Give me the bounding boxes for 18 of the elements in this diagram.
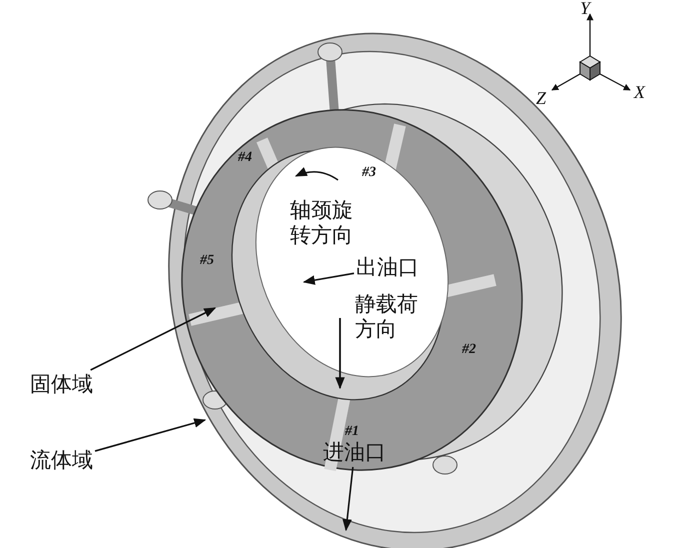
direction-label: 静载荷方向 (355, 292, 419, 342)
callout-label: 出油口 (356, 255, 419, 280)
callout-label: 固体域 (30, 372, 93, 397)
callout-label: 进油口 (323, 440, 386, 465)
callout-label: 流体域 (30, 448, 93, 473)
leader-arrow (90, 307, 216, 371)
axis-label: X (634, 82, 645, 103)
pad-number: #2 (462, 342, 476, 358)
axis-label: Z (536, 88, 546, 109)
pad-number: #5 (200, 253, 214, 269)
direction-label: 轴颈旋转方向 (290, 198, 354, 248)
leader-arrow (94, 418, 206, 452)
leader-arrow (302, 272, 354, 285)
pad-number: #3 (362, 165, 376, 181)
axis-label: Y (580, 0, 590, 19)
leader-arrow (342, 466, 354, 532)
pad-number: #1 (345, 424, 359, 440)
pad-number: #4 (238, 150, 252, 166)
